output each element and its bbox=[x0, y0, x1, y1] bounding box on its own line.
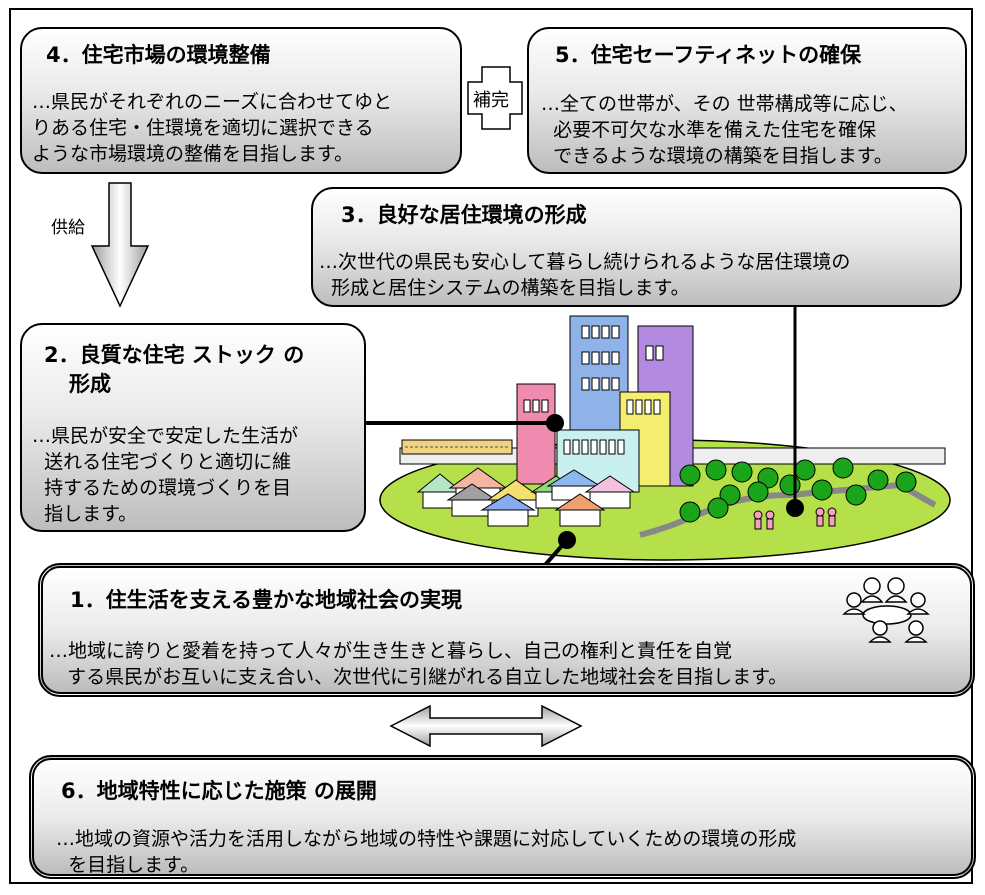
box-living-environment: 3．良好な居住環境の形成 …次世代の県民も安心して暮らし続けられるような居住環境… bbox=[311, 187, 962, 307]
box-housing-stock: 2．良質な住宅 ストック の 形成 …県民が安全で安定した生活が 送れる住宅づく… bbox=[20, 323, 366, 532]
box-housing-safety-net: 5．住宅セーフティネットの確保 …全ての世帯が、その 世帯構成等に応じ、 必要不… bbox=[527, 27, 967, 174]
box-housing-market: 4．住宅市場の環境整備 …県民がそれぞれのニーズに合わせてゆと りある住宅・住環… bbox=[20, 27, 462, 174]
box-5-title: 5．住宅セーフティネットの確保 bbox=[555, 43, 862, 67]
box-1-title: 1．住生活を支える豊かな地域社会の実現 bbox=[70, 588, 462, 612]
box-6-title: 6．地域特性に応じた施策 の展開 bbox=[61, 779, 377, 803]
box-1-description: …地域に誇りと愛着を持って人々が生き生きと暮らし、自己の権利と責任を自覚 する県… bbox=[49, 640, 788, 688]
complement-label: 補完 bbox=[473, 90, 509, 111]
outer-frame bbox=[9, 8, 973, 884]
box-regional-policy: 6．地域特性に応じた施策 の展開 …地域の資源や活力を活用しながら地域の特性や課… bbox=[29, 755, 976, 879]
box-4-title: 4．住宅市場の環境整備 bbox=[46, 43, 271, 67]
box-2-description: …県民が安全で安定した生活が 送れる住宅づくりと適切に維 持するための環境づくり… bbox=[32, 425, 299, 525]
box-2-title-line2: 形成 bbox=[69, 372, 111, 396]
box-4-description: …県民がそれぞれのニーズに合わせてゆと りある住宅・住環境を適切に選択できる よ… bbox=[32, 91, 393, 165]
box-3-description: …次世代の県民も安心して暮らし続けられるような居住環境の 形成と居住システムの構… bbox=[319, 251, 851, 299]
box-3-title: 3．良好な居住環境の形成 bbox=[341, 203, 587, 227]
box-5-description: …全ての世帯が、その 世帯構成等に応じ、 必要不可欠な水準を備えた住宅を確保 で… bbox=[541, 93, 908, 167]
supply-label: 供給 bbox=[51, 218, 85, 238]
box-6-description: …地域の資源や活力を活用しながら地域の特性や課題に対応していくための環境の形成 … bbox=[56, 828, 797, 876]
box-2-title-line1: 2．良質な住宅 ストック の bbox=[44, 343, 305, 367]
box-community-society: 1．住生活を支える豊かな地域社会の実現 …地域に誇りと愛着を持って人々が生き生き… bbox=[38, 563, 975, 697]
